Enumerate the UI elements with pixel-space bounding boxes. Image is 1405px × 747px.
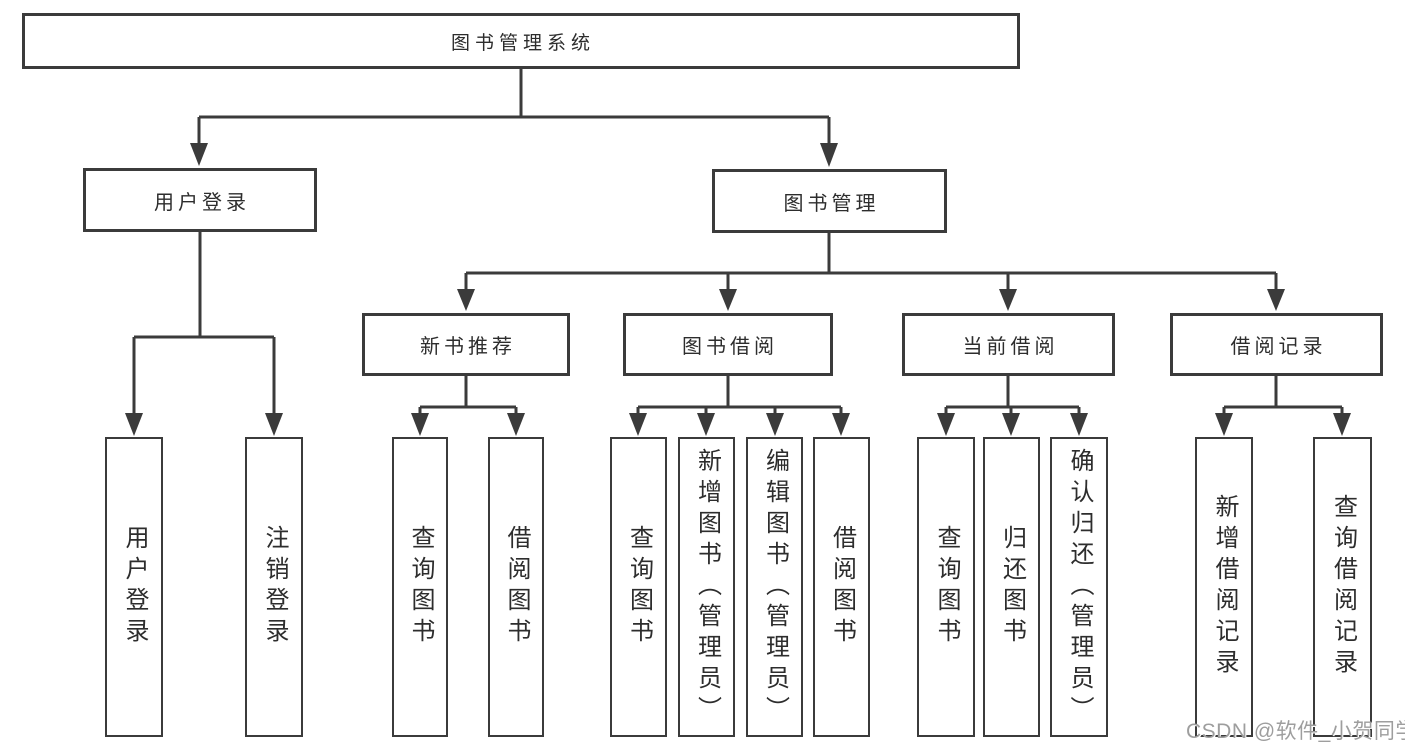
leaf-query-books-borrowing: 查询图书 [610, 437, 667, 737]
node-label: 新增图书（管理员） [693, 447, 721, 727]
node-user-login-branch: 用户登录 [83, 168, 317, 232]
node-book-management-branch: 图书管理 [712, 169, 947, 233]
node-label: 查询借阅记录 [1329, 494, 1357, 680]
node-label: 借阅图书 [503, 525, 530, 649]
leaf-return-books: 归还图书 [983, 437, 1040, 737]
node-label: 编辑图书（管理员） [761, 447, 789, 727]
leaf-confirm-return-admin: 确认归还（管理员） [1050, 437, 1108, 737]
node-label: 查询图书 [933, 525, 960, 649]
node-label: 借阅记录 [1230, 336, 1327, 358]
node-label: 查询图书 [625, 525, 653, 649]
node-label: 新书推荐 [420, 336, 516, 358]
node-borrowing-records: 借阅记录 [1170, 313, 1383, 376]
node-label: 确认归还（管理员） [1066, 447, 1093, 727]
node-new-book-recommendation: 新书推荐 [362, 313, 570, 376]
node-label: 借阅图书 [828, 525, 856, 649]
leaf-logout: 注销登录 [245, 437, 303, 737]
leaf-user-login: 用户登录 [105, 437, 163, 737]
node-label: 注销登录 [261, 525, 288, 649]
node-label: 用户登录 [154, 191, 250, 214]
node-label: 用户登录 [121, 525, 148, 649]
leaf-borrow-books-recommend: 借阅图书 [488, 437, 544, 737]
leaf-add-books-admin: 新增图书（管理员） [678, 437, 735, 737]
node-label: 图书借阅 [682, 336, 778, 358]
node-label: 查询图书 [407, 525, 434, 649]
leaf-query-books-current: 查询图书 [917, 437, 975, 737]
node-label: 新增借阅记录 [1211, 494, 1238, 680]
leaf-edit-books-admin: 编辑图书（管理员） [746, 437, 803, 737]
node-label: 归还图书 [998, 525, 1026, 649]
node-root: 图书管理系统 [22, 13, 1020, 69]
node-current-borrowing: 当前借阅 [902, 313, 1115, 376]
watermark: CSDN @软件_小贺同学 [1186, 720, 1405, 743]
node-label: 当前借阅 [962, 336, 1059, 358]
node-book-borrowing: 图书借阅 [623, 313, 833, 376]
leaf-query-borrowing-record: 查询借阅记录 [1313, 437, 1372, 737]
leaf-add-borrowing-record: 新增借阅记录 [1195, 437, 1253, 737]
node-label: 图书管理系统 [450, 32, 595, 54]
leaf-query-books-recommend: 查询图书 [392, 437, 448, 737]
node-label: 图书管理 [783, 192, 880, 215]
leaf-borrow-books-borrowing: 借阅图书 [813, 437, 870, 737]
